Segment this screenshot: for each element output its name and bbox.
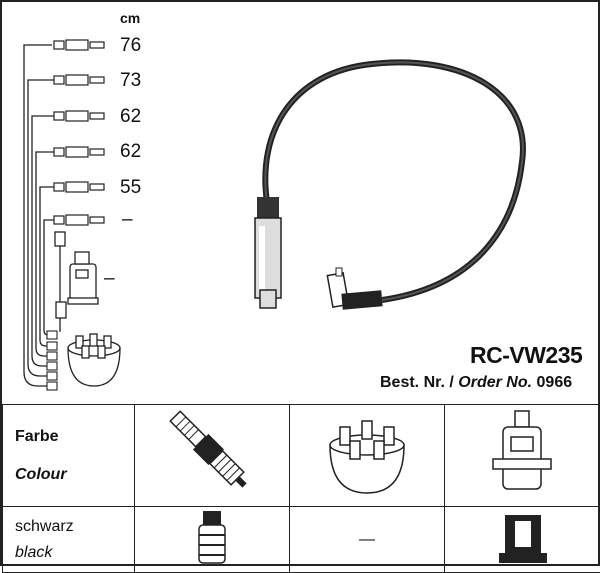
lead-plug-6 bbox=[54, 215, 104, 225]
lead-plug-2 bbox=[54, 75, 104, 85]
colour-value-en: black bbox=[15, 544, 134, 562]
colour-value-cell: schwarz black bbox=[3, 507, 135, 573]
order-prefix: Best. Nr. / bbox=[380, 374, 454, 391]
coil-length-label: – bbox=[104, 268, 115, 290]
distributor-cap-icon bbox=[290, 405, 444, 501]
ignition-lead-illustration bbox=[232, 42, 562, 332]
coil-boot-black-icon bbox=[445, 507, 600, 567]
ignition-coil-icon bbox=[445, 405, 600, 501]
order-label: Order No. bbox=[458, 374, 532, 391]
order-number-line: Best. Nr. / Order No. 0966 bbox=[380, 374, 572, 392]
plug-boot-black-icon bbox=[135, 507, 289, 567]
plug-boot-colour-cell bbox=[135, 507, 290, 573]
length-label-3: 62 bbox=[120, 106, 141, 128]
distributor-colour-cell: — bbox=[290, 507, 445, 573]
length-label-6: – bbox=[122, 209, 133, 231]
lead-set-schematic bbox=[2, 2, 142, 402]
spark-plug-cell bbox=[135, 405, 290, 507]
spark-plug-icon bbox=[135, 405, 289, 501]
length-unit: cm bbox=[120, 10, 140, 26]
coil-schematic-icon bbox=[55, 232, 98, 332]
lead-plug-1 bbox=[54, 40, 104, 50]
product-code: RC-VW235 bbox=[470, 342, 582, 369]
colour-label-en: Colour bbox=[15, 466, 134, 484]
length-label-4: 62 bbox=[120, 141, 141, 163]
lead-plug-4 bbox=[54, 147, 104, 157]
length-label-1: 76 bbox=[120, 35, 141, 57]
length-label-5: 55 bbox=[120, 177, 141, 199]
distributor-cap-schematic-icon bbox=[68, 334, 120, 386]
angled-connector-icon bbox=[327, 268, 382, 310]
length-label-2: 73 bbox=[120, 70, 141, 92]
order-number: 0966 bbox=[537, 374, 573, 391]
coil-cell bbox=[445, 405, 600, 507]
distributor-value: — bbox=[359, 531, 375, 548]
coil-colour-cell bbox=[445, 507, 600, 573]
colour-value-de: schwarz bbox=[15, 518, 134, 536]
colour-label-cell: Farbe Colour bbox=[3, 405, 135, 507]
colour-label-de: Farbe bbox=[15, 428, 134, 446]
lead-plug-3 bbox=[54, 111, 104, 121]
spark-plug-boot-icon bbox=[255, 197, 281, 308]
lead-plug-5 bbox=[54, 182, 104, 192]
distributor-cell bbox=[290, 405, 445, 507]
colour-table: Farbe Colour bbox=[2, 404, 600, 573]
